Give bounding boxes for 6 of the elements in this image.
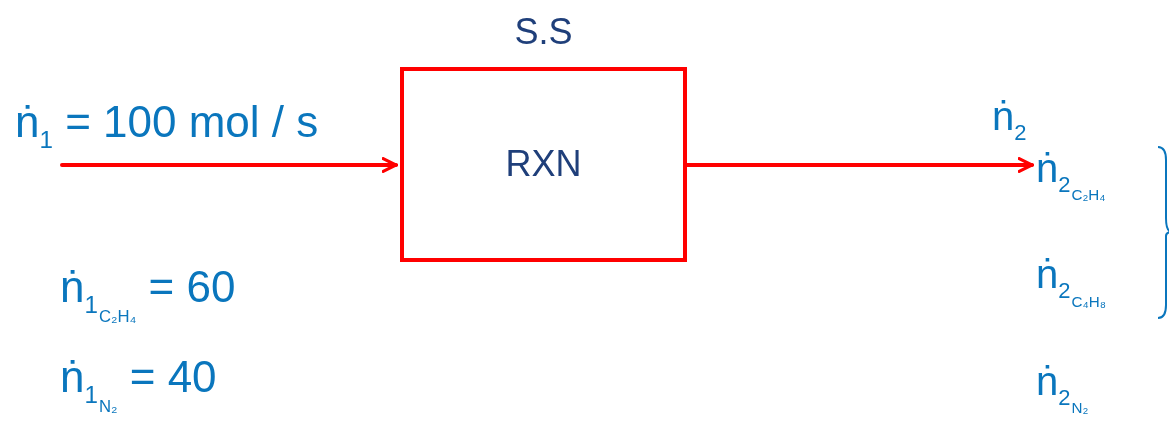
edge-label: ṅ$_{1}$ = 100 mol / s [15,100,319,153]
arrow [60,157,398,173]
arrow [685,157,1034,173]
node-heading: S.S [514,11,573,53]
edge-label: ṅ$_{2}$ [992,96,1027,144]
node-label: RXN [505,143,582,185]
